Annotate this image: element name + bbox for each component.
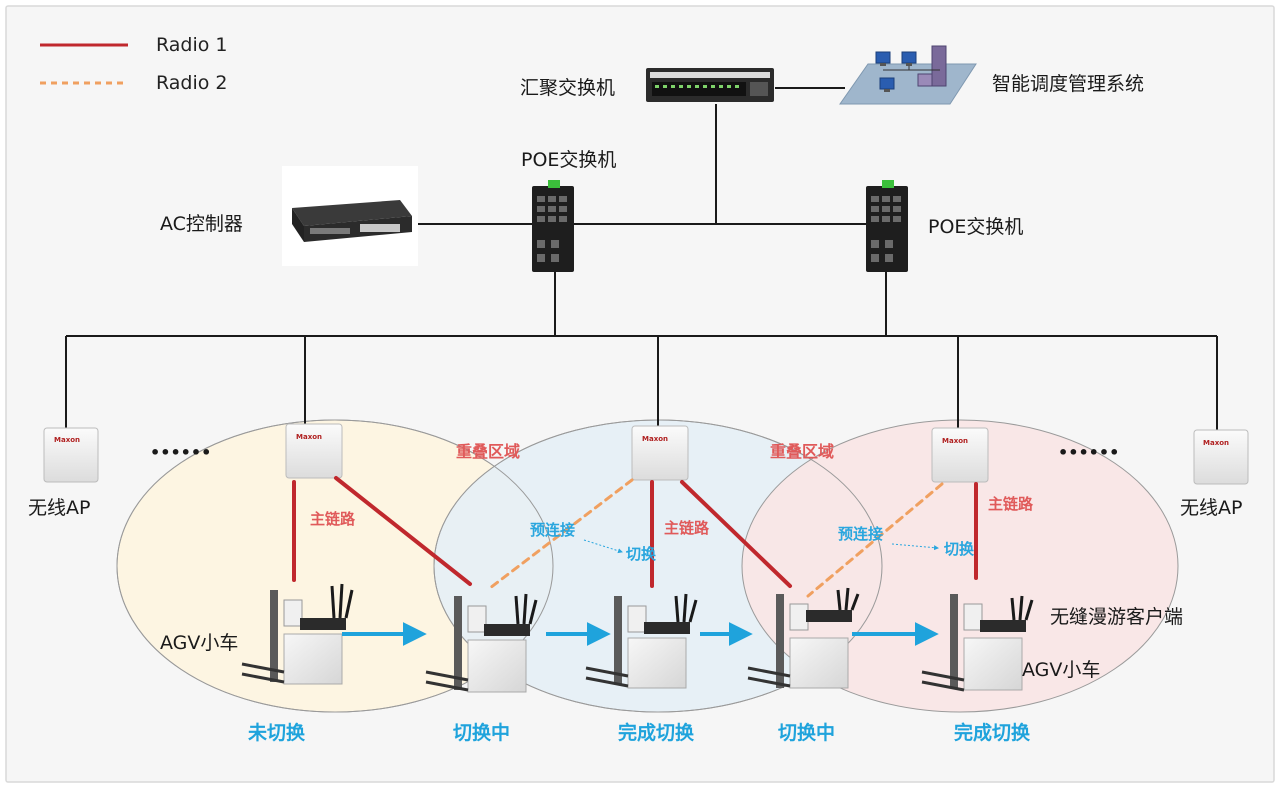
agv-vehicle-1 — [241, 583, 354, 685]
management-system-icon — [839, 45, 977, 105]
poe-switch-left-label: POE交换机 — [521, 149, 616, 171]
agv-vehicle-2 — [425, 593, 538, 693]
state-label-2: 切换中 — [453, 721, 510, 744]
legend-radio2-label: Radio 2 — [156, 72, 228, 94]
radio2-links — [488, 478, 944, 598]
main-link-label-2: 主链路 — [664, 519, 710, 537]
poe-switch-right-icon — [866, 180, 908, 272]
switch-label-2: 切换 — [944, 540, 975, 558]
wireless-ap-1: Maxon — [43, 427, 99, 483]
state-label-4: 切换中 — [778, 721, 835, 744]
switch-label-1: 切换 — [626, 545, 657, 563]
wireless-ap-4: Maxon — [931, 427, 989, 483]
ellipsis-left: •••••• — [150, 443, 211, 462]
ap-2-brand: Maxon — [296, 433, 322, 441]
aggregation-switch — [646, 68, 774, 102]
ap-4-brand: Maxon — [942, 437, 968, 445]
ap-1-brand: Maxon — [54, 436, 80, 444]
ap-label-left: 无线AP — [28, 497, 90, 519]
state-label-5: 完成切换 — [954, 721, 1031, 744]
overlap-label-1: 重叠区域 — [456, 442, 520, 461]
poe-switch-left-icon — [532, 180, 574, 272]
preconnect-link-1 — [488, 478, 634, 590]
main-link-4 — [680, 480, 792, 588]
ap-label-right: 无线AP — [1180, 497, 1242, 519]
coverage-zone-3 — [741, 419, 1179, 713]
ap-5-brand: Maxon — [1203, 439, 1229, 447]
state-label-3: 完成切换 — [618, 721, 695, 744]
radio1-links — [292, 476, 978, 588]
wireless-ap-3: Maxon — [631, 425, 689, 481]
coverage-zone-1-outline — [116, 419, 554, 713]
agv-vehicle-5 — [921, 594, 1034, 692]
ap-3-brand: Maxon — [642, 435, 668, 443]
ellipsis-right: •••••• — [1058, 443, 1119, 462]
coverage-zones — [116, 419, 1179, 713]
management-system-label: 智能调度管理系统 — [992, 73, 1144, 95]
wired-backbone — [65, 87, 1218, 430]
legend: Radio 1 Radio 2 — [40, 34, 228, 94]
aggregation-switch-label: 汇聚交换机 — [520, 77, 615, 99]
wireless-ap-2: Maxon — [285, 423, 343, 479]
legend-radio1-label: Radio 1 — [156, 34, 228, 56]
ac-controller-icon — [292, 200, 412, 242]
ac-controller-label: AC控制器 — [160, 213, 243, 235]
state-label-1: 未切换 — [247, 721, 306, 744]
preconnect-label-2: 预连接 — [838, 525, 883, 543]
agv-label-left: AGV小车 — [160, 632, 238, 654]
roaming-client-label: 无缝漫游客户端 — [1050, 606, 1183, 628]
preconnect-to-switch-arrow-1 — [583, 539, 623, 554]
main-link-label-1: 主链路 — [310, 510, 356, 528]
agv-vehicle-3 — [585, 593, 698, 689]
main-link-2 — [334, 476, 472, 586]
preconnect-label-1: 预连接 — [530, 521, 575, 539]
agv-label-right: AGV小车 — [1022, 659, 1100, 681]
main-link-label-3: 主链路 — [988, 495, 1034, 513]
poe-switch-right-label: POE交换机 — [928, 216, 1023, 238]
overlap-label-2: 重叠区域 — [770, 442, 834, 461]
agv-vehicle-4 — [747, 587, 860, 689]
wireless-ap-5: Maxon — [1193, 429, 1249, 485]
preconnect-link-2 — [806, 482, 944, 598]
